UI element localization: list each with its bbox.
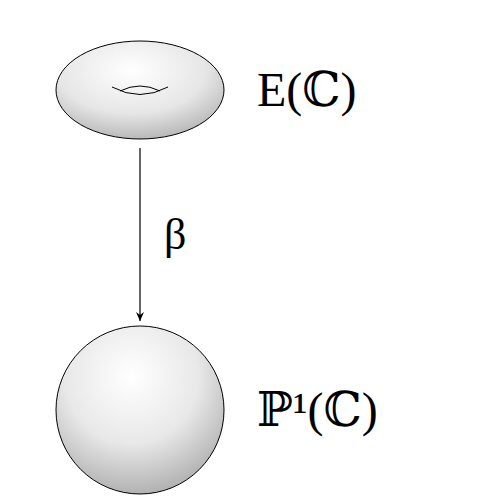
sphere-surface: ℙ¹(ℂ) xyxy=(55,325,225,495)
torus-outline xyxy=(55,40,225,140)
sphere-outline xyxy=(55,325,225,495)
space-label: ℙ¹(ℂ) xyxy=(257,386,378,434)
torus-surface: E(ℂ) xyxy=(55,40,225,140)
space-label: E(ℂ) xyxy=(257,66,357,114)
map-arrow xyxy=(139,148,140,321)
torus-body xyxy=(56,41,224,139)
sphere-body xyxy=(56,326,224,494)
torus-hole xyxy=(112,87,168,95)
map-label: β xyxy=(164,213,186,257)
torus-hole xyxy=(120,86,160,91)
